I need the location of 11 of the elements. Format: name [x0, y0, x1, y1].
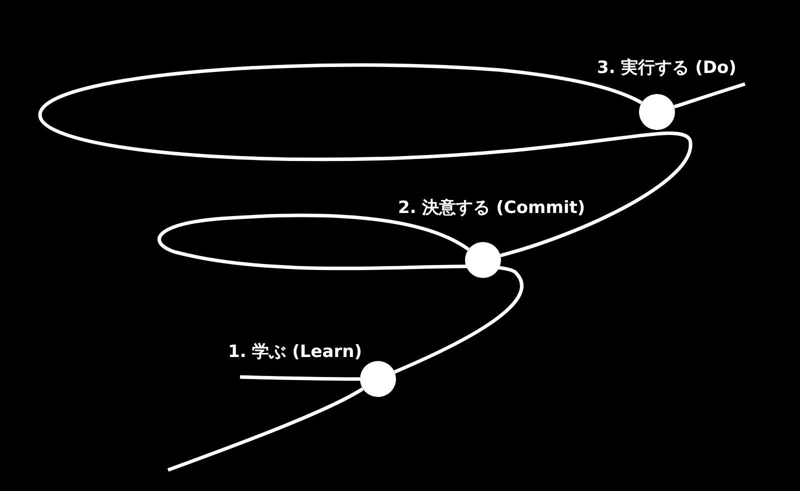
spiral-line	[240, 375, 360, 381]
step-label: 3. 実行する (Do)	[597, 57, 736, 79]
milestone-dot	[639, 94, 675, 130]
spiral-line	[38, 63, 692, 258]
step-label: 1. 学ぶ (Learn)	[228, 341, 362, 363]
milestone-dot	[360, 361, 396, 397]
spiral-line	[674, 82, 746, 108]
spiral-line	[158, 214, 523, 374]
milestone-dot	[465, 242, 501, 278]
step-label: 2. 決意する (Commit)	[398, 197, 586, 219]
spiral-line	[167, 387, 364, 472]
